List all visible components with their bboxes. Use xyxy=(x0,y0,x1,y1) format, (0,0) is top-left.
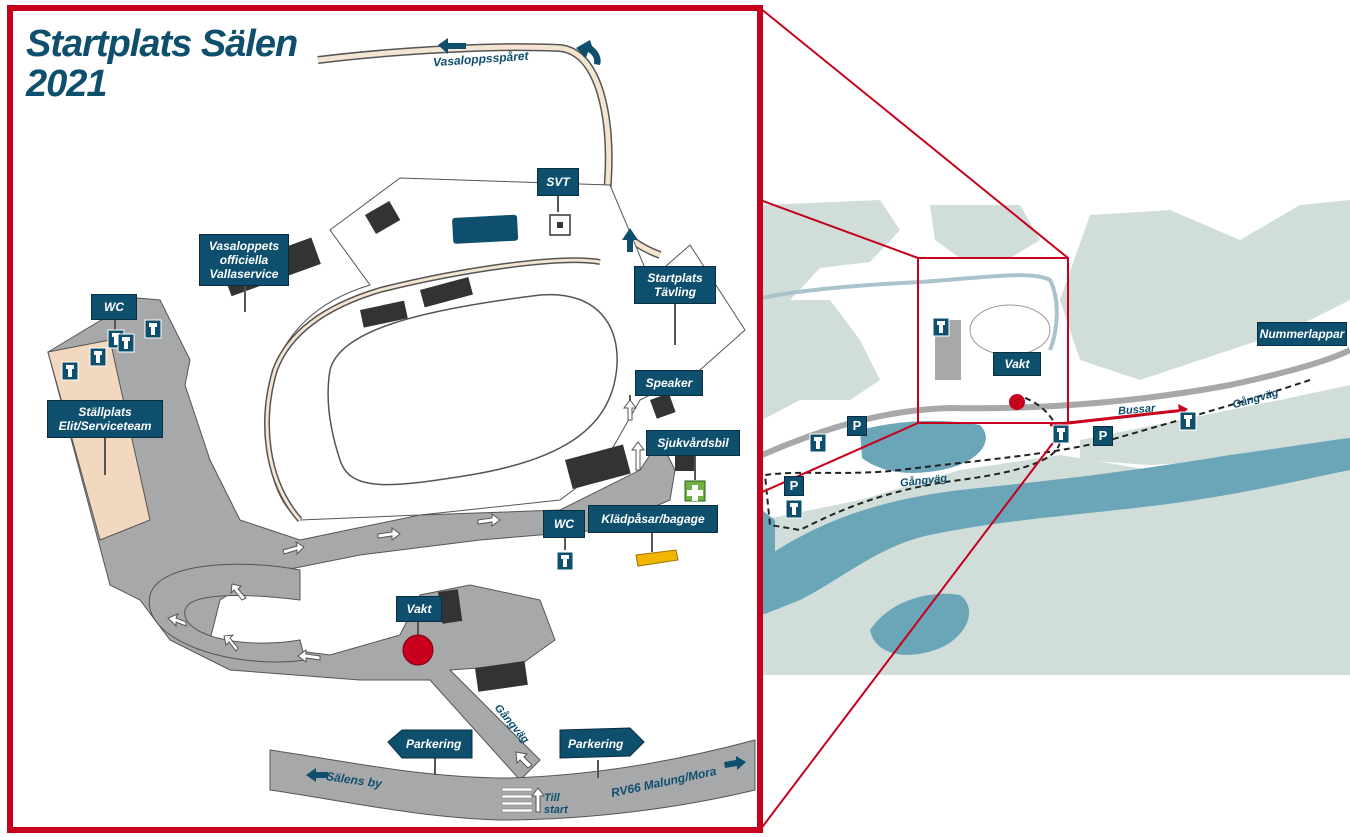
baggage-icon xyxy=(635,549,679,567)
sign-vakt: Vakt xyxy=(396,596,442,622)
label-till-start: Till start xyxy=(544,792,568,816)
wc-icons xyxy=(61,317,1197,571)
building xyxy=(420,277,473,308)
direction-arrows xyxy=(167,399,645,813)
building xyxy=(650,393,676,419)
sign-wc-mid: WC xyxy=(543,510,585,538)
elite-area xyxy=(47,339,151,541)
road-loop xyxy=(148,563,306,663)
detail-map xyxy=(7,5,1197,833)
sign-vallaservice: Vasaloppets officiella Vallaservice xyxy=(199,234,289,286)
zoom-frame xyxy=(917,257,1069,424)
parking-icon: P xyxy=(1093,426,1113,446)
parkering-sign-right-shape xyxy=(559,727,645,759)
overview-map xyxy=(760,200,1350,675)
building xyxy=(565,444,631,489)
sign-stallplats: Ställplats Elit/Serviceteam xyxy=(47,400,163,438)
sign-startplats: Startplats Tävling xyxy=(634,266,716,304)
building xyxy=(675,455,695,471)
svt-truck xyxy=(452,214,519,244)
sign-wc-top: WC xyxy=(91,294,137,320)
vakt-marker-small xyxy=(1009,394,1025,410)
vakt-marker xyxy=(402,634,434,666)
label-parkering-left: Parkering xyxy=(406,737,462,751)
sign-sjukvardsbil: Sjukvårdsbil xyxy=(646,430,740,456)
label-parkering-right: Parkering xyxy=(568,737,624,751)
building xyxy=(365,201,401,235)
lake xyxy=(762,510,775,575)
sign-speaker: Speaker xyxy=(635,370,703,396)
start-area-small xyxy=(969,304,1051,356)
map-title-line2: 2021 xyxy=(26,63,108,105)
sign-nummerlappar: Nummerlappar xyxy=(1257,322,1347,346)
bus-route xyxy=(1049,408,1186,427)
walking-path xyxy=(763,379,1311,532)
sign-vakt-overview: Vakt xyxy=(993,352,1041,376)
land-area xyxy=(930,205,1040,258)
parkering-sign-left-shape xyxy=(387,729,473,759)
land-area xyxy=(1060,200,1350,380)
parking-icon: P xyxy=(784,476,804,496)
building xyxy=(475,661,528,692)
road-area xyxy=(47,297,676,781)
trail-arrows xyxy=(306,38,746,782)
map-title: Startplats Sälen 2021 xyxy=(26,23,298,105)
ski-trail xyxy=(761,273,1059,351)
sign-svt: SVT xyxy=(537,168,579,196)
river xyxy=(762,438,1350,615)
building xyxy=(360,300,408,328)
building xyxy=(437,589,463,624)
sign-kladpasar: Klädpåsar/bagage xyxy=(588,505,718,533)
stadium-oval xyxy=(327,293,618,486)
land-area xyxy=(762,200,900,300)
main-road xyxy=(269,739,756,821)
lake xyxy=(870,593,970,655)
land-area xyxy=(1080,385,1350,465)
parking-icon: P xyxy=(847,416,867,436)
land-area xyxy=(762,300,880,420)
map-title-line1: Startplats Sälen xyxy=(26,23,298,65)
